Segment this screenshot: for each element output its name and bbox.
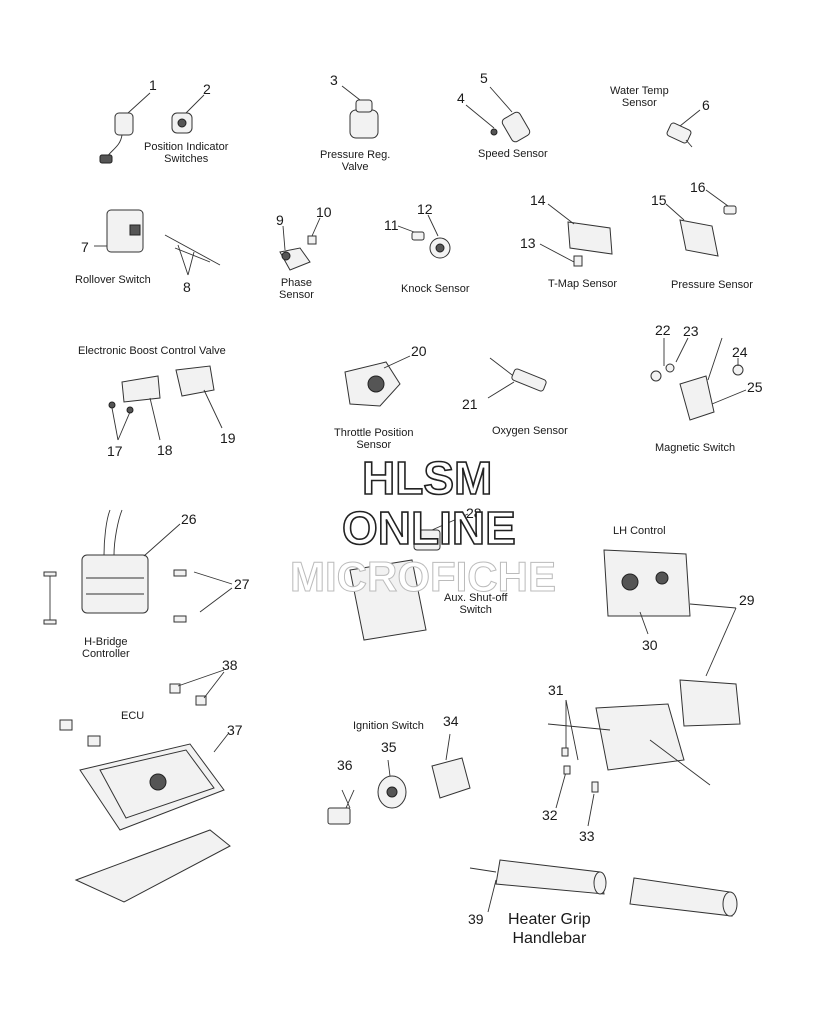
water-temp-sensor-part <box>666 109 701 148</box>
callout-12: 12 <box>417 201 433 217</box>
ecu-part <box>59 669 231 903</box>
handlebar-assembly-part <box>547 679 741 827</box>
callout-17: 17 <box>107 443 123 459</box>
callout-24: 24 <box>732 344 748 360</box>
callout-13: 13 <box>520 235 536 251</box>
position-switch-1-part <box>99 92 151 164</box>
label-tmap: T-Map Sensor <box>548 278 618 290</box>
label-phase: Phase Sensor <box>279 277 314 301</box>
rollover-switch-part <box>94 209 144 253</box>
label-magnetic: Magnetic Switch <box>655 442 736 454</box>
callout-33: 33 <box>579 828 595 844</box>
callout-6: 6 <box>702 97 710 113</box>
callout-18: 18 <box>157 442 173 458</box>
callout-27: 27 <box>234 576 250 592</box>
callout-34: 34 <box>443 713 459 729</box>
watermark-line-1: HLSM <box>361 452 493 504</box>
callout-29: 29 <box>739 592 755 608</box>
pressure-reg-valve-part <box>341 85 379 139</box>
callout-26: 26 <box>181 511 197 527</box>
boost-control-valve-part <box>108 365 223 441</box>
position-switch-2-part <box>171 94 205 134</box>
callout-16: 16 <box>690 179 706 195</box>
label-knock: Knock Sensor <box>401 283 470 295</box>
callout-36: 36 <box>337 757 353 773</box>
lh-control-part <box>603 549 737 677</box>
callout-11: 11 <box>384 217 399 233</box>
h-bridge-controller-part <box>43 509 233 625</box>
heater-grip-part <box>469 859 738 917</box>
callout-35: 35 <box>381 739 397 755</box>
callout-28: 28 <box>466 505 482 521</box>
pressure-sensor-part <box>665 189 737 257</box>
label-boost-control: Electronic Boost Control Valve <box>78 345 226 357</box>
callout-37: 37 <box>227 722 243 738</box>
label-ignition: Ignition Switch <box>353 720 424 732</box>
callout-7: 7 <box>81 239 89 255</box>
callout-2: 2 <box>203 81 211 97</box>
callout-3: 3 <box>330 72 338 88</box>
throttle-position-sensor-part <box>344 355 411 407</box>
tmap-sensor-part <box>539 203 613 267</box>
callout-19: 19 <box>220 430 236 446</box>
callout-9: 9 <box>276 212 284 228</box>
callout-31: 31 <box>548 682 564 698</box>
callout-25: 25 <box>747 379 763 395</box>
callout-39: 39 <box>468 911 484 927</box>
magnetic-switch-part <box>650 337 747 421</box>
knock-sensor-part <box>397 214 451 259</box>
rollover-screws-part <box>164 234 221 276</box>
label-water-temp: Water Temp Sensor <box>610 85 669 109</box>
ignition-switch-part <box>327 733 471 825</box>
label-pressure-reg: Pressure Reg. Valve <box>320 149 391 173</box>
callout-32: 32 <box>542 807 558 823</box>
callout-23: 23 <box>683 323 699 339</box>
callout-8: 8 <box>183 279 191 295</box>
watermark-line-3: MICROFICHE <box>290 553 557 600</box>
phase-sensor-part <box>279 217 321 271</box>
callout-5: 5 <box>480 70 488 86</box>
label-lh-control: LH Control <box>613 525 666 537</box>
label-oxygen: Oxygen Sensor <box>492 425 568 437</box>
callout-38: 38 <box>222 657 238 673</box>
callout-10: 10 <box>316 204 332 220</box>
label-rollover: Rollover Switch <box>75 274 151 286</box>
callout-14: 14 <box>530 192 546 208</box>
callout-4: 4 <box>457 90 465 106</box>
label-speed-sensor: Speed Sensor <box>478 148 548 160</box>
callout-20: 20 <box>411 343 427 359</box>
label-throttle-position: Throttle Position Sensor <box>334 427 414 451</box>
label-ecu: ECU <box>121 710 145 722</box>
label-pressure-sensor: Pressure Sensor <box>671 279 753 291</box>
callout-30: 30 <box>642 637 658 653</box>
aux-shutoff-switch-part <box>349 513 469 641</box>
watermark-line-2: ONLINE <box>341 502 516 554</box>
callout-21: 21 <box>462 396 478 412</box>
oxygen-sensor-part <box>487 357 547 399</box>
callout-1: 1 <box>149 77 157 93</box>
label-aux-shutoff: Aux. Shut-off Switch <box>444 592 508 616</box>
callout-15: 15 <box>651 192 667 208</box>
label-heater-grip: Heater Grip Handlebar <box>508 911 591 947</box>
label-position-indicator: Position Indicator Switches <box>144 141 229 165</box>
label-hbridge: H-Bridge Controller <box>82 636 130 660</box>
callout-22: 22 <box>655 322 671 338</box>
speed-sensor-part <box>465 86 531 143</box>
